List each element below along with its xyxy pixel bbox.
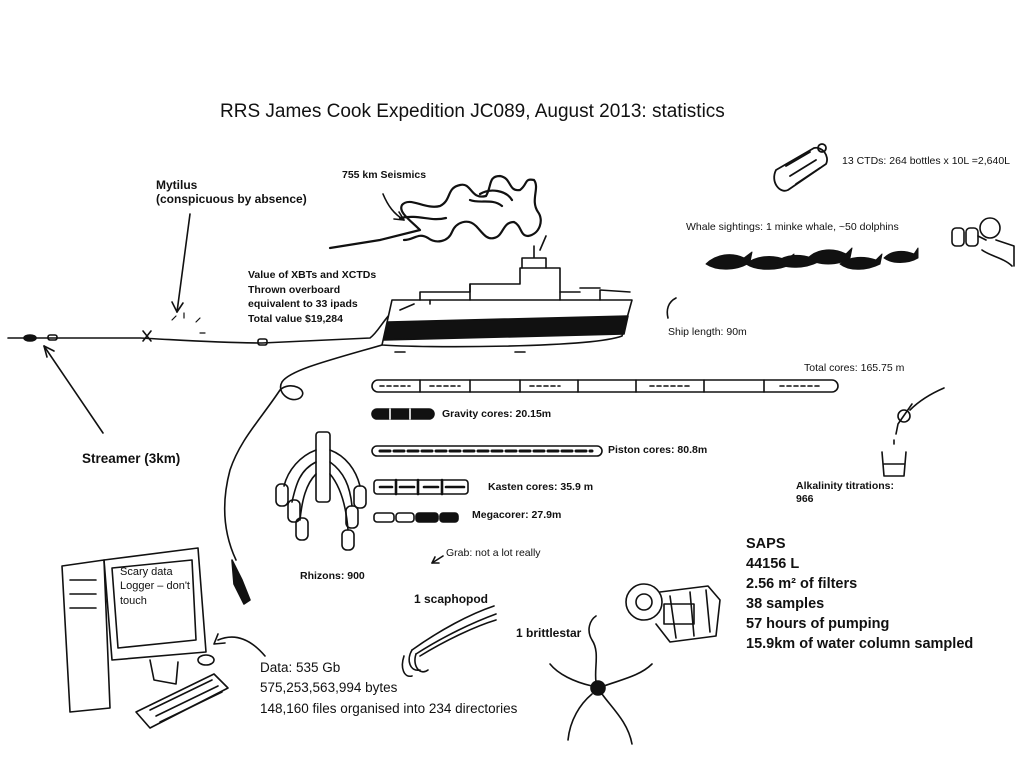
saps-pump-icon xyxy=(625,583,721,643)
computer-data-logger-icon xyxy=(61,547,229,729)
total-cores-label: Total cores: 165.75 m xyxy=(804,362,905,374)
gravity-cores-label: Gravity cores: 20.15m xyxy=(442,408,552,420)
data-logger-note-line: Logger – don't xyxy=(120,580,190,593)
whale-sightings-label: Whale sightings: 1 minke whale, ~50 dolp… xyxy=(686,221,899,233)
saps-stats: SAPS 44156 L 2.56 m² of filters 38 sampl… xyxy=(746,534,973,654)
kasten-cores-row-icon xyxy=(373,478,469,496)
scaphopod-icon xyxy=(401,605,497,678)
ctd-rosette-icon xyxy=(773,143,828,192)
rhizons-label: Rhizons: 900 xyxy=(300,570,365,582)
saps-stat-line: SAPS xyxy=(746,536,786,552)
gravity-cores-row-icon xyxy=(371,408,435,420)
mytilus-label-line: (conspicuous by absence) xyxy=(156,192,307,207)
megacorer-row-icon xyxy=(373,512,459,523)
saps-stat-line: 2.56 m² of filters xyxy=(746,576,858,592)
data-logger-note-line: touch xyxy=(120,594,147,607)
saps-stat-line: 15.9km of water column sampled xyxy=(746,636,974,652)
saps-stat-line: 57 hours of pumping xyxy=(746,616,890,632)
data-stat-line: 148,160 files organised into 234 directo… xyxy=(260,700,518,716)
data-stat-line: Data: 535 Gb xyxy=(260,660,341,675)
saps-stat-line: 38 samples xyxy=(746,596,825,612)
mytilus-label: Mytilus (conspicuous by absence) xyxy=(156,178,307,207)
xbt-xctd-label-line: Total value $19,284 xyxy=(248,313,343,326)
xbt-xctd-label-line: Value of XBTs and XCTDs xyxy=(248,269,377,281)
piston-cores-row-icon xyxy=(371,445,603,457)
xbt-xctd-label-line: Thrown overboard xyxy=(248,283,341,296)
alkalinity-label: Alkalinity titrations: 966 xyxy=(796,480,894,505)
kasten-cores-label: Kasten cores: 35.9 m xyxy=(488,481,594,493)
ship-length-label: Ship length: 90m xyxy=(668,326,747,338)
rhizon-sampler-icon xyxy=(223,344,383,605)
alkalinity-label-line: Alkalinity titrations: xyxy=(796,480,895,492)
grab-label: Grab: not a lot really xyxy=(446,547,541,559)
annotation-arrows xyxy=(43,193,444,657)
brittlestar-icon xyxy=(549,615,653,745)
data-logger-note: Scary data Logger – don't touch xyxy=(120,565,190,608)
pipette-titration-icon xyxy=(881,387,945,477)
brittlestar-label: 1 brittlestar xyxy=(516,626,582,640)
seismic-track-icon xyxy=(328,174,542,250)
data-volume-stats: Data: 535 Gb 575,253,563,994 bytes 148,1… xyxy=(260,658,517,719)
piston-cores-label: Piston cores: 80.8m xyxy=(608,444,708,456)
total-cores-row-icon xyxy=(371,379,839,393)
data-logger-note-line: Scary data xyxy=(120,566,173,578)
ship-length-mark-icon xyxy=(666,297,677,319)
xbt-xctd-label-line: equivalent to 33 ipads xyxy=(248,298,358,311)
dolphin-row-icon xyxy=(705,247,919,270)
mytilus-label-line: Mytilus xyxy=(156,178,198,192)
alkalinity-label-line: 966 xyxy=(796,492,814,505)
seismics-label: 755 km Seismics xyxy=(342,169,427,181)
streamer-line xyxy=(7,311,393,346)
observer-with-binoculars-icon xyxy=(951,217,1015,267)
streamer-label: Streamer (3km) xyxy=(82,451,181,466)
ship-icon xyxy=(381,235,633,353)
xbt-xctd-label: Value of XBTs and XCTDs Thrown overboard… xyxy=(248,268,376,327)
scaphopod-label: 1 scaphopod xyxy=(414,592,489,606)
megacorer-label: Megacorer: 27.9m xyxy=(472,509,562,521)
page-title: RRS James Cook Expedition JC089, August … xyxy=(220,101,725,122)
saps-stat-line: 44156 L xyxy=(746,556,800,572)
data-stat-line: 575,253,563,994 bytes xyxy=(260,680,398,696)
ctds-label: 13 CTDs: 264 bottles x 10L =2,640L xyxy=(842,155,1011,167)
